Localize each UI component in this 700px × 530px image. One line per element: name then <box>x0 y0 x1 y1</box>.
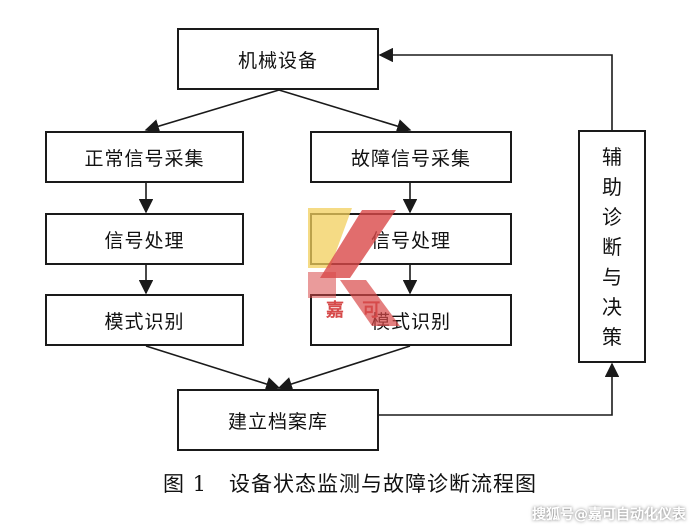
node-label: 信号处理 <box>370 229 451 252</box>
decision-char: 助 <box>602 174 622 199</box>
brand-logo-text: 嘉 可 <box>326 300 387 321</box>
decision-char: 与 <box>602 264 622 289</box>
arrow-equipment-to-normal <box>144 89 280 134</box>
arrow-equipment-to-fault <box>278 89 412 134</box>
node-mechanical-equipment: 机械设备 <box>177 28 379 90</box>
decision-char: 辅 <box>602 144 622 169</box>
arrow-pattern-right-to-archive <box>277 345 411 391</box>
node-label: 正常信号采集 <box>84 147 205 170</box>
node-label: 信号处理 <box>104 229 185 252</box>
node-auxiliary-diagnosis-decision: 辅 助 诊 断 与 决 策 <box>578 130 646 363</box>
node-label: 模式识别 <box>104 310 185 333</box>
node-normal-signal-acquisition: 正常信号采集 <box>45 131 244 183</box>
node-signal-processing-left: 信号处理 <box>45 213 244 265</box>
decision-char: 诊 <box>602 204 622 229</box>
decision-char: 断 <box>602 234 622 259</box>
decision-char: 决 <box>602 294 622 319</box>
node-label: 建立档案库 <box>227 410 328 433</box>
decision-char: 策 <box>602 324 622 349</box>
figure-caption: 图 1 设备状态监测与故障诊断流程图 <box>162 472 538 496</box>
arrow-pattern-left-to-archive <box>145 345 281 391</box>
node-pattern-recognition-right: 模式识别 <box>310 294 512 346</box>
brand-logo-mark <box>308 208 400 326</box>
source-watermark: 搜狐号@嘉可自动化仪表 <box>532 507 686 523</box>
node-fault-signal-acquisition: 故障信号采集 <box>310 131 512 183</box>
arrow-decision-to-equipment <box>378 47 613 130</box>
node-build-archive: 建立档案库 <box>177 389 379 451</box>
node-pattern-recognition-left: 模式识别 <box>45 294 244 346</box>
arrow-archive-to-decision <box>379 362 620 416</box>
node-label: 故障信号采集 <box>350 147 471 170</box>
node-label: 机械设备 <box>237 49 318 72</box>
